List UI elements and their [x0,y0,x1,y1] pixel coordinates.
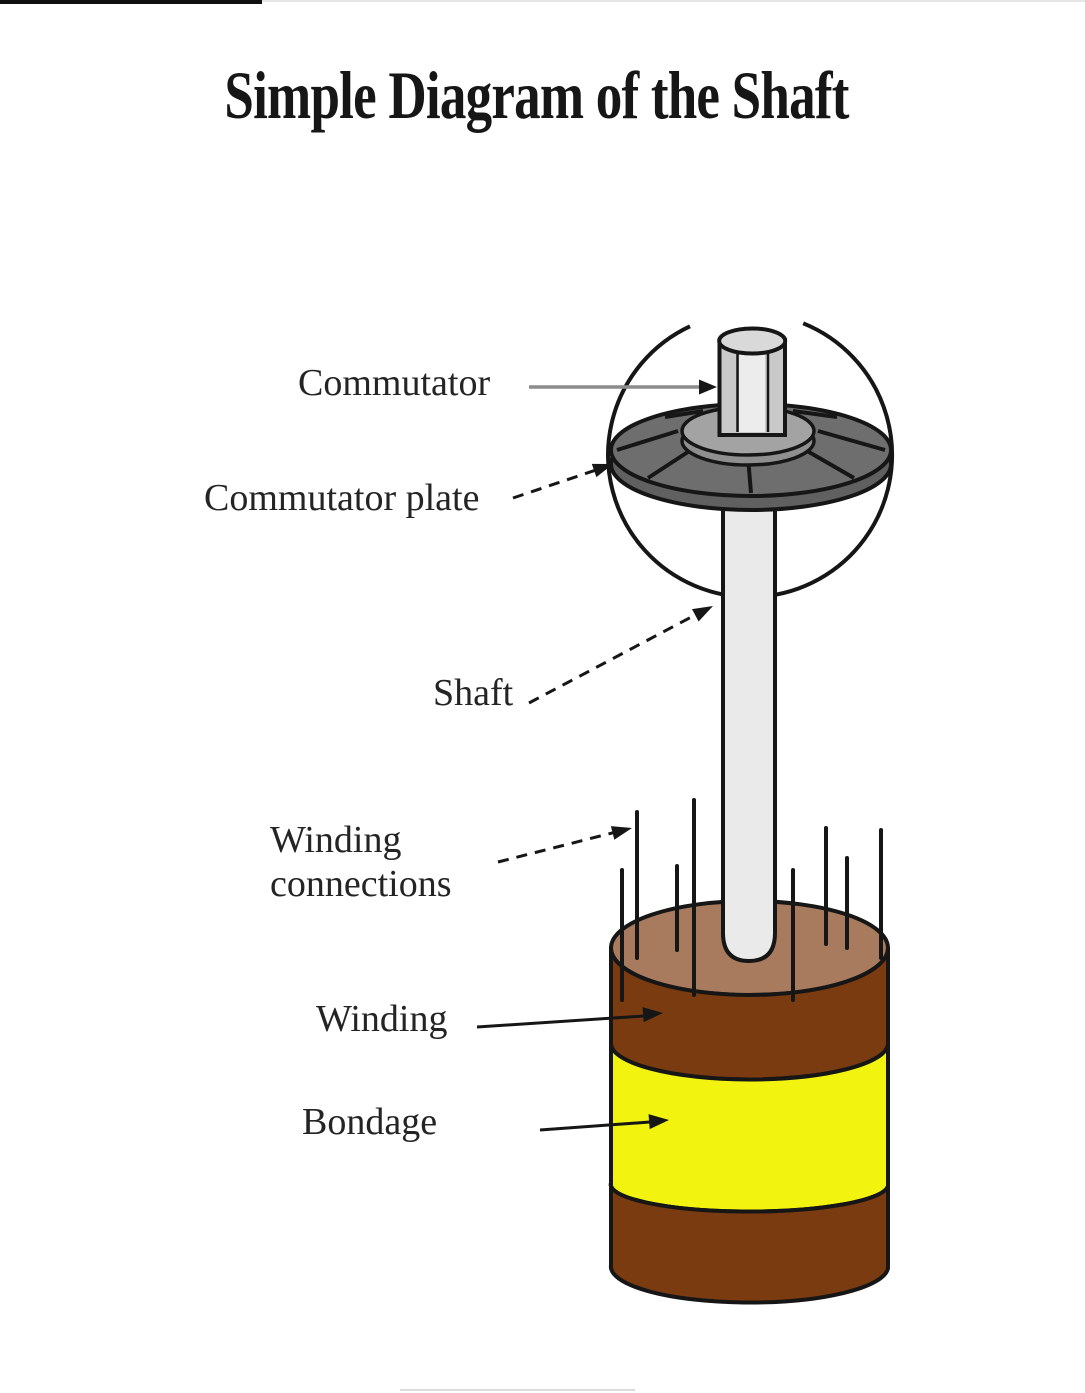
plate-spoke [664,409,704,419]
winding-arrowhead [642,1007,663,1023]
commutator-label: Commutator [298,362,491,404]
winding-leader-line [476,1014,645,1029]
commutator-plate-label: Commutator plate [204,477,480,519]
winding-band-bottom [608,1181,890,1305]
plate-spoke [792,409,838,419]
bondage-arrowhead [648,1114,669,1130]
plate-spoke [616,429,679,452]
plate-spoke [817,429,886,452]
shaft-label: Shaft [433,672,514,714]
bondage-leader-line [539,1120,651,1132]
commutator-arrowhead [699,379,717,395]
scan-artifact-top [0,0,262,4]
shaft-arrowhead [692,606,713,622]
winding-connections-label: Winding connections [270,819,452,905]
winding-connections-leader-line [497,830,617,864]
plate-spoke [646,446,696,480]
winding-connections-arrowhead [610,826,632,840]
commutator-plate-arrowhead [591,463,613,478]
page-title: Simple Diagram of the Shaft [224,57,849,133]
scan-artifact-top-right [0,0,1085,2]
scan-artifact-bottom [400,1389,635,1391]
commutator-cylinder-highlight [739,348,765,432]
shaft-leader-line [528,612,698,705]
plate-spoke [801,446,855,480]
commutator-cylinder-top [717,326,788,356]
winding-label: Winding [316,998,448,1040]
commutator-plate-leader-line [512,467,600,500]
bondage-label: Bondage [302,1101,438,1143]
shaft-rod [721,455,777,964]
